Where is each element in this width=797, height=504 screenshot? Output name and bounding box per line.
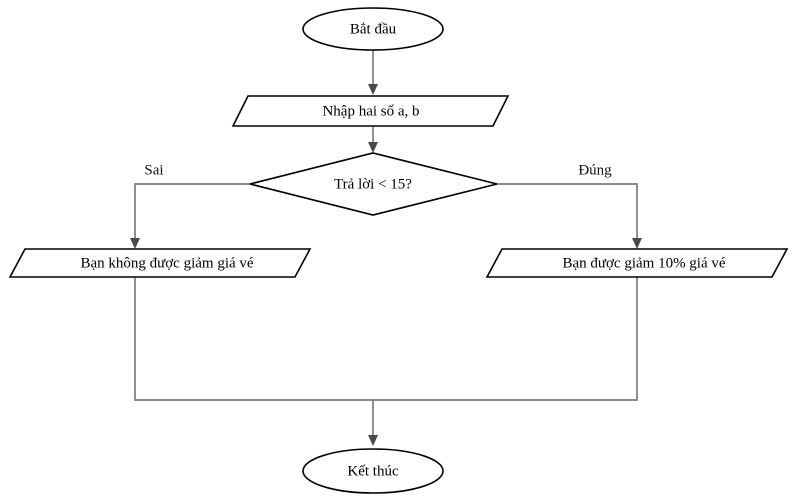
node-decision-label: Trả lời < 15? <box>334 176 412 192</box>
node-end-label: Kết thúc <box>347 463 399 479</box>
connector-decision-true <box>497 183 642 249</box>
node-end[interactable]: Kết thúc <box>302 448 444 494</box>
connector-input-to-decision <box>368 126 378 153</box>
node-output-true-label: Bạn được giảm 10% giá vé <box>562 255 725 271</box>
branch-label-true: Đúng <box>578 162 612 178</box>
node-decision[interactable]: Trả lời < 15? <box>249 152 498 216</box>
branch-label-false: Sai <box>144 162 163 178</box>
node-start-label: Bắt đầu <box>350 21 397 37</box>
node-output-true[interactable]: Bạn được giảm 10% giá vé <box>485 248 789 278</box>
connector-start-to-input <box>368 50 378 95</box>
connector-true-to-merge <box>373 277 638 401</box>
node-start[interactable]: Bắt đầu <box>302 7 444 51</box>
connector-decision-false <box>130 183 250 249</box>
connector-false-to-merge <box>134 277 373 401</box>
node-input-label: Nhập hai số a, b <box>322 103 419 119</box>
connector-merge-to-end <box>368 400 378 446</box>
node-output-false-label: Bạn không được giảm giá vé <box>80 255 253 271</box>
node-output-false[interactable]: Bạn không được giảm giá vé <box>8 248 312 278</box>
node-input[interactable]: Nhập hai số a, b <box>231 95 510 127</box>
